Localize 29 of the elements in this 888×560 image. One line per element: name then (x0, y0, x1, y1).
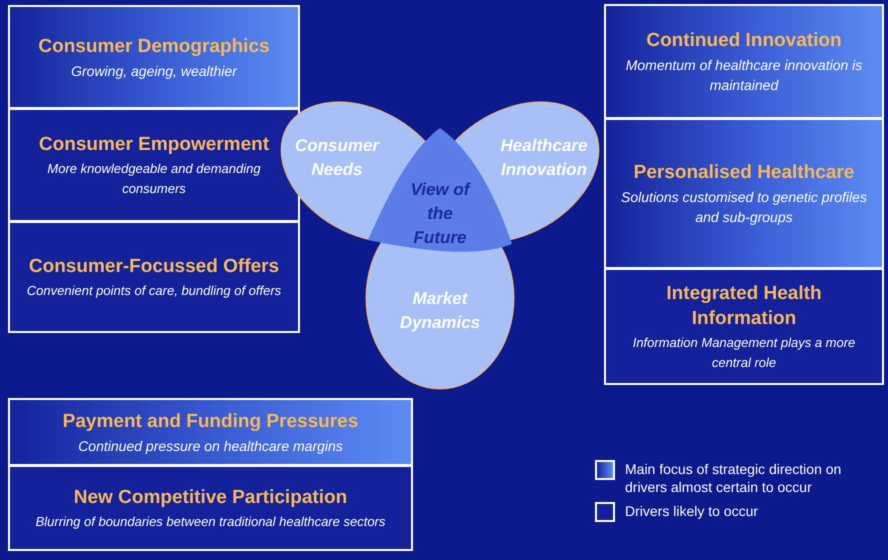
box-description: Convenient points of care, bundling of offers (26, 282, 282, 300)
venn-label: Market Dynamics (398, 288, 482, 334)
info-box (8, 465, 413, 551)
info-box (8, 5, 300, 109)
box-description: Information Management plays a more central role (632, 334, 856, 372)
box-heading: Continued Innovation (646, 29, 842, 53)
box-heading: Personalised Healthcare (634, 161, 854, 185)
legend-label: Drivers likely to occur (625, 502, 758, 520)
box-description: Momentum of healthcare innovation is maintained (624, 56, 864, 95)
venn-label: Healthcare Innovation (500, 135, 588, 181)
venn-label: View of the Future (410, 179, 472, 249)
box-description: Blurring of boundaries between traditional healthcare sectors (36, 512, 386, 531)
info-box (8, 221, 300, 333)
legend-label: Main focus of strategic direction on drivers almost certain to occur (625, 460, 842, 496)
info-box (604, 268, 884, 385)
box-heading: Payment and Funding Pressures (62, 410, 358, 434)
info-box (604, 4, 884, 119)
venn-label: Consumer Needs (294, 135, 381, 181)
box-description: Continued pressure on healthcare margins (78, 436, 343, 456)
box-heading: Consumer-Focussed Offers (28, 254, 280, 278)
info-box (604, 118, 884, 269)
box-description: Solutions customised to genetic profiles and sub-groups (620, 188, 868, 227)
box-heading: Consumer Demographics (38, 34, 270, 58)
box-heading: Consumer Empowerment (38, 132, 270, 156)
box-heading: New Competitive Participation (74, 486, 348, 510)
box-description: Growing, ageing, wealthier (71, 62, 237, 80)
box-heading: Integrated Health Information (665, 282, 823, 330)
info-box (8, 398, 413, 466)
box-description: More knowledgeable and demanding consumers (46, 160, 262, 198)
